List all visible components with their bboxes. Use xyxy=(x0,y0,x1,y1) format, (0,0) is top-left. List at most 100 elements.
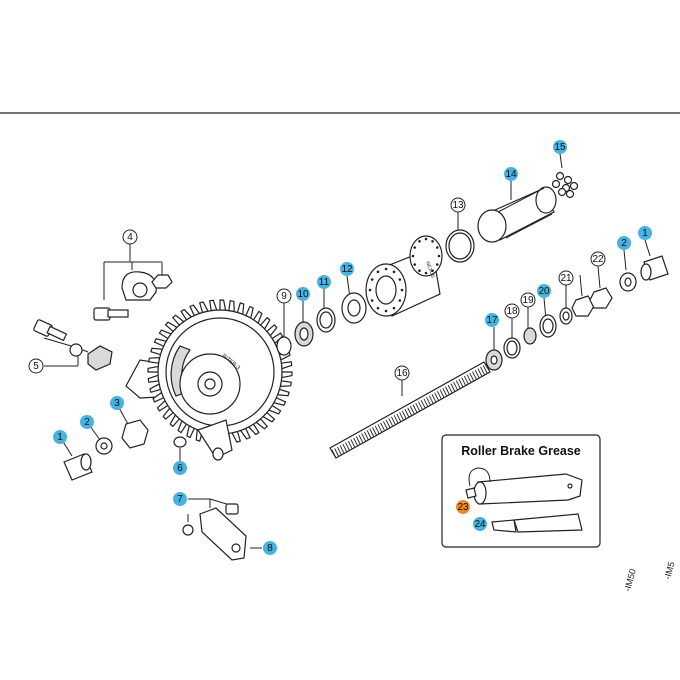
spoke-hole xyxy=(435,246,439,249)
callout-22: 22 xyxy=(590,251,606,267)
right-bearing-stack xyxy=(485,255,669,371)
axle-thread xyxy=(461,377,467,386)
axle-thread xyxy=(331,449,337,459)
axle-thread xyxy=(358,434,364,444)
axle-thread xyxy=(353,437,359,447)
spoke-hole xyxy=(398,278,402,281)
callout-label: 19 xyxy=(522,295,534,306)
axle-thread xyxy=(482,365,488,374)
axle-thread xyxy=(339,445,345,454)
axle-thread xyxy=(420,400,426,409)
hub-axle xyxy=(329,361,491,459)
axle-thread xyxy=(463,375,469,385)
axle-thread xyxy=(447,384,453,394)
callout-18: 18 xyxy=(504,303,520,319)
axle-thread xyxy=(380,422,386,432)
callout-bubble xyxy=(394,365,410,381)
cooling-fin xyxy=(209,299,218,312)
roller-brake-unit: INTER-3 xyxy=(147,299,293,461)
spoke-hole xyxy=(392,270,396,274)
callout-11: 11 xyxy=(317,275,331,289)
spoke-hole xyxy=(384,267,388,271)
callout-19: 19 xyxy=(520,292,536,308)
callout-bubble xyxy=(173,492,187,506)
axle-thread xyxy=(404,409,410,418)
callout-bubble xyxy=(617,236,631,250)
callout-15: 15 xyxy=(553,140,567,154)
spoke-hole xyxy=(424,271,428,275)
callout-2: 2 xyxy=(80,415,94,429)
callout-4: 4 xyxy=(122,229,138,245)
callout-3: 3 xyxy=(110,396,124,410)
axle-thread xyxy=(466,374,472,383)
callout-bubble xyxy=(53,430,67,444)
grease-pot xyxy=(465,467,583,505)
axle-thread xyxy=(391,416,396,426)
callout-bubble xyxy=(638,226,652,240)
axle-thread xyxy=(469,372,475,382)
steel-ball xyxy=(569,181,579,191)
callout-label: 22 xyxy=(592,254,604,265)
callout-16: 16 xyxy=(394,365,410,381)
callout-label: 16 xyxy=(396,368,408,379)
callout-label: 1 xyxy=(642,228,648,239)
callout-bubble xyxy=(473,517,487,531)
arm-washer xyxy=(69,343,83,357)
callout-2: 2 xyxy=(617,236,631,250)
callout-bubble xyxy=(504,167,518,181)
spoke-hole xyxy=(431,269,434,273)
callout-label: 3 xyxy=(114,398,120,409)
axle-thread xyxy=(407,407,413,416)
axle-thread xyxy=(334,448,340,457)
spoke-hole xyxy=(413,263,417,266)
hub-shell: NEXUS xyxy=(365,235,443,317)
axle-thread xyxy=(342,443,348,453)
callout-17: 17 xyxy=(485,313,499,327)
axle-thread xyxy=(477,368,483,377)
axle-thread xyxy=(418,401,423,410)
axle-thread xyxy=(401,410,407,419)
axle-thread xyxy=(364,431,369,441)
callout-bubble xyxy=(456,500,470,514)
callout-7: 7 xyxy=(173,492,187,506)
spoke-hole xyxy=(437,254,441,258)
freehub-body xyxy=(445,171,579,263)
callout-24: 24 xyxy=(473,517,487,531)
callout-bubble xyxy=(122,229,138,245)
clamp-bolt xyxy=(93,307,129,321)
spoke-hole xyxy=(431,239,434,243)
axle-thread xyxy=(399,412,404,421)
axle-thread xyxy=(377,424,383,433)
axle-thread xyxy=(337,446,342,456)
axle-thread xyxy=(423,398,429,407)
axle-thread xyxy=(480,366,485,376)
axle-thread xyxy=(396,413,402,422)
svg-text:NEXUS: NEXUS xyxy=(424,261,436,280)
spoke-hole xyxy=(400,288,404,292)
callout-6: 6 xyxy=(173,461,187,475)
axle-thread xyxy=(361,433,367,442)
callout-label: 15 xyxy=(554,142,566,153)
axle-thread xyxy=(415,403,421,412)
callout-label: 2 xyxy=(84,417,90,428)
steel-ball xyxy=(565,189,575,199)
spoke-hole xyxy=(376,306,380,310)
band-bracket xyxy=(199,507,247,561)
axle-thread xyxy=(372,427,377,436)
spoke-hole xyxy=(418,269,421,273)
callout-1: 1 xyxy=(53,430,67,444)
spoke-hole xyxy=(424,237,428,241)
spoke-hole xyxy=(398,299,402,302)
callout-12: 12 xyxy=(340,262,354,276)
steel-ball xyxy=(551,179,561,189)
callout-bubble xyxy=(553,140,567,154)
callout-label: 23 xyxy=(457,502,469,513)
spoke-hole xyxy=(384,309,388,313)
steel-ball xyxy=(555,171,565,181)
callout-8: 8 xyxy=(263,541,277,555)
model-code-1: -IM50 xyxy=(622,568,638,593)
axle-thread xyxy=(428,395,434,404)
callout-label: 11 xyxy=(319,277,330,288)
spoke-hole xyxy=(411,254,415,258)
